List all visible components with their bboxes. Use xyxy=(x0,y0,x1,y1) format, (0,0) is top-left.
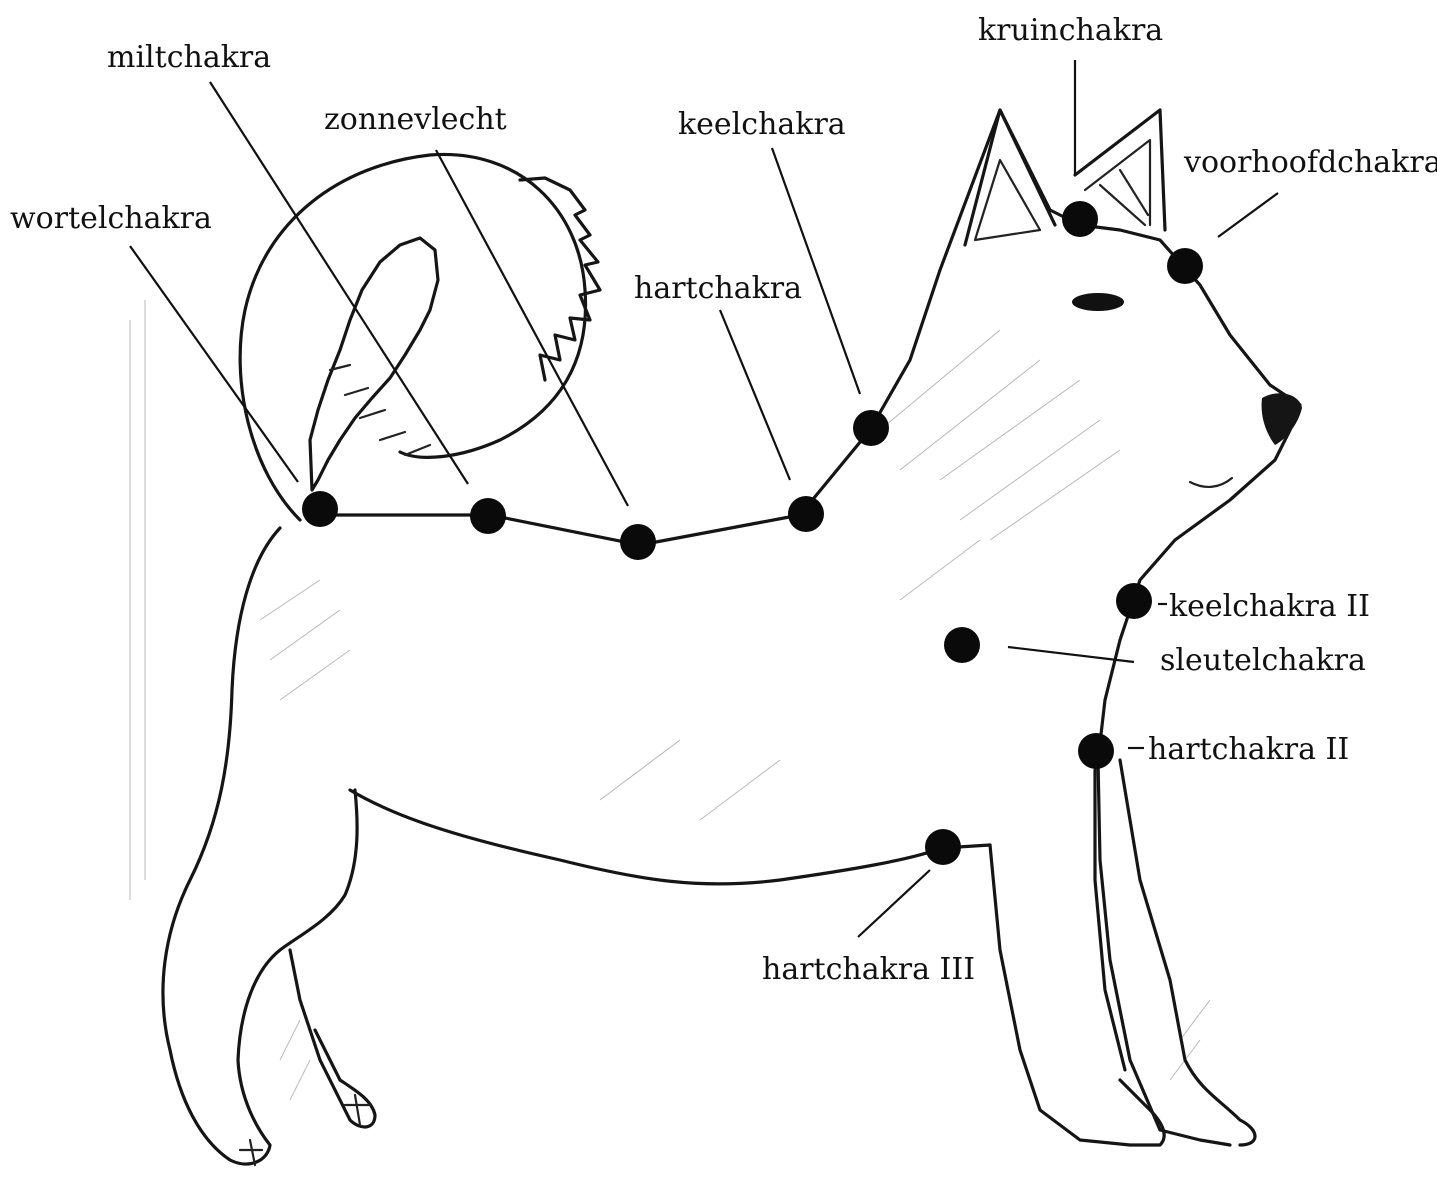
pencil-shading xyxy=(130,300,1210,1100)
dot-voorhoofdchakra xyxy=(1167,248,1203,284)
label-kruinchakra: kruinchakra xyxy=(978,13,1163,48)
tail-inner-fur xyxy=(310,238,438,490)
dot-kruinchakra xyxy=(1062,201,1098,237)
tail-fur-strokes xyxy=(520,178,600,380)
dot-sleutelchakra xyxy=(944,627,980,663)
dot-hartchakra-iii xyxy=(925,829,961,865)
label-keelchakra: keelchakra xyxy=(678,107,846,142)
dot-wortelchakra xyxy=(302,491,338,527)
dot-miltchakra xyxy=(470,498,506,534)
label-sleutelchakra: sleutelchakra xyxy=(1160,643,1366,678)
dot-hartchakra xyxy=(788,496,824,532)
dog-nose xyxy=(1262,393,1302,445)
dot-keelchakra xyxy=(853,410,889,446)
chakra-labels: kruinchakra miltchakra zonnevlecht keelc… xyxy=(10,13,1437,987)
label-hartchakra: hartchakra xyxy=(634,271,802,306)
label-zonnevlecht: zonnevlecht xyxy=(324,102,507,137)
label-voorhoofdchakra: voorhoofdchakra xyxy=(1183,145,1437,180)
label-miltchakra: miltchakra xyxy=(107,40,271,75)
label-hartchakra-ii: hartchakra II xyxy=(1148,732,1349,767)
dot-keelchakra-ii xyxy=(1116,583,1152,619)
label-wortelchakra: wortelchakra xyxy=(10,201,212,236)
dot-hartchakra-ii xyxy=(1078,733,1114,769)
label-hartchakra-iii: hartchakra III xyxy=(762,952,975,987)
dog-eye xyxy=(1072,293,1124,311)
dot-zonnevlecht xyxy=(620,524,656,560)
body-outline xyxy=(163,528,357,1164)
label-keelchakra-ii: keelchakra II xyxy=(1169,589,1370,624)
